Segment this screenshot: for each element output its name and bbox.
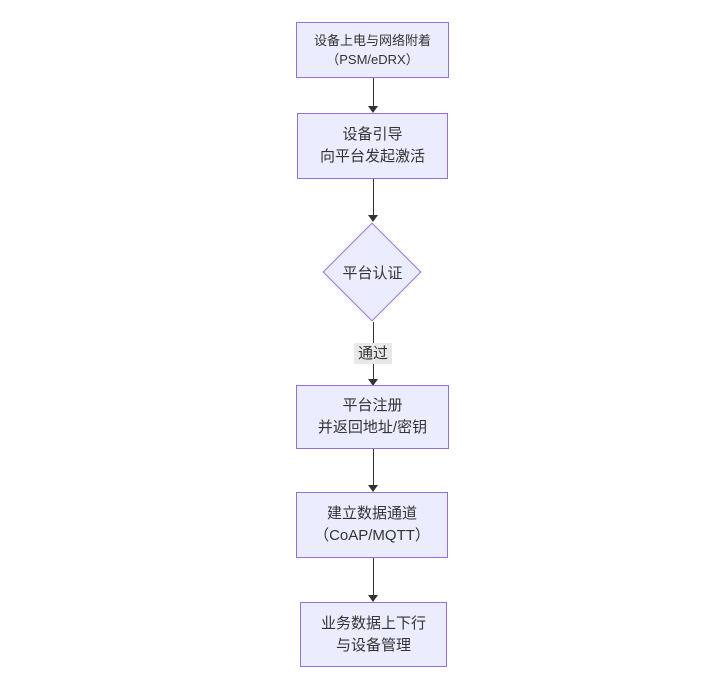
node-text-line: 设备上电与网络附着 xyxy=(313,33,431,48)
node-text-line: 平台注册 xyxy=(342,397,403,414)
node-text-line: 业务数据上下行 xyxy=(320,614,426,632)
arrowhead-down-icon xyxy=(368,485,378,492)
node-text-line: （CoAP/MQTT） xyxy=(314,527,430,544)
flow-node-service-data: 业务数据上下行 与设备管理 xyxy=(300,602,447,667)
node-text-line: 建立数据通道 xyxy=(326,505,417,522)
arrowhead-down-icon xyxy=(368,106,378,113)
edge-channel-to-service xyxy=(368,558,378,602)
decision-node-platform-auth: 平台认证 xyxy=(322,222,423,323)
edge-power-attach-to-bootstrap xyxy=(368,78,378,113)
node-text-line: 与设备管理 xyxy=(335,636,411,654)
flow-node-power-attach: 设备上电与网络附着 （PSM/eDRX） xyxy=(296,22,449,78)
edge-label-pass: 通过 xyxy=(353,343,393,364)
edge-line xyxy=(372,449,374,485)
node-text-line: 设备引导 xyxy=(342,126,403,143)
edge-line xyxy=(372,558,374,595)
arrowhead-down-icon xyxy=(368,379,378,386)
edge-register-to-channel xyxy=(368,449,378,492)
flow-node-bootstrap: 设备引导 向平台发起激活 xyxy=(297,113,448,179)
arrowhead-down-icon xyxy=(368,595,378,602)
node-text-line: （PSM/eDRX） xyxy=(326,52,419,67)
edge-line xyxy=(372,78,374,106)
arrowhead-down-icon xyxy=(368,215,378,222)
flow-node-platform-register: 平台注册 并返回地址/密钥 xyxy=(296,385,449,449)
node-text-line: 并返回地址/密钥 xyxy=(317,419,428,436)
node-text-line: 平台认证 xyxy=(342,265,403,282)
node-text-line: 向平台发起激活 xyxy=(319,148,425,165)
edge-line xyxy=(372,179,374,215)
flow-node-data-channel: 建立数据通道 （CoAP/MQTT） xyxy=(296,492,448,558)
edge-bootstrap-to-auth xyxy=(368,179,378,222)
